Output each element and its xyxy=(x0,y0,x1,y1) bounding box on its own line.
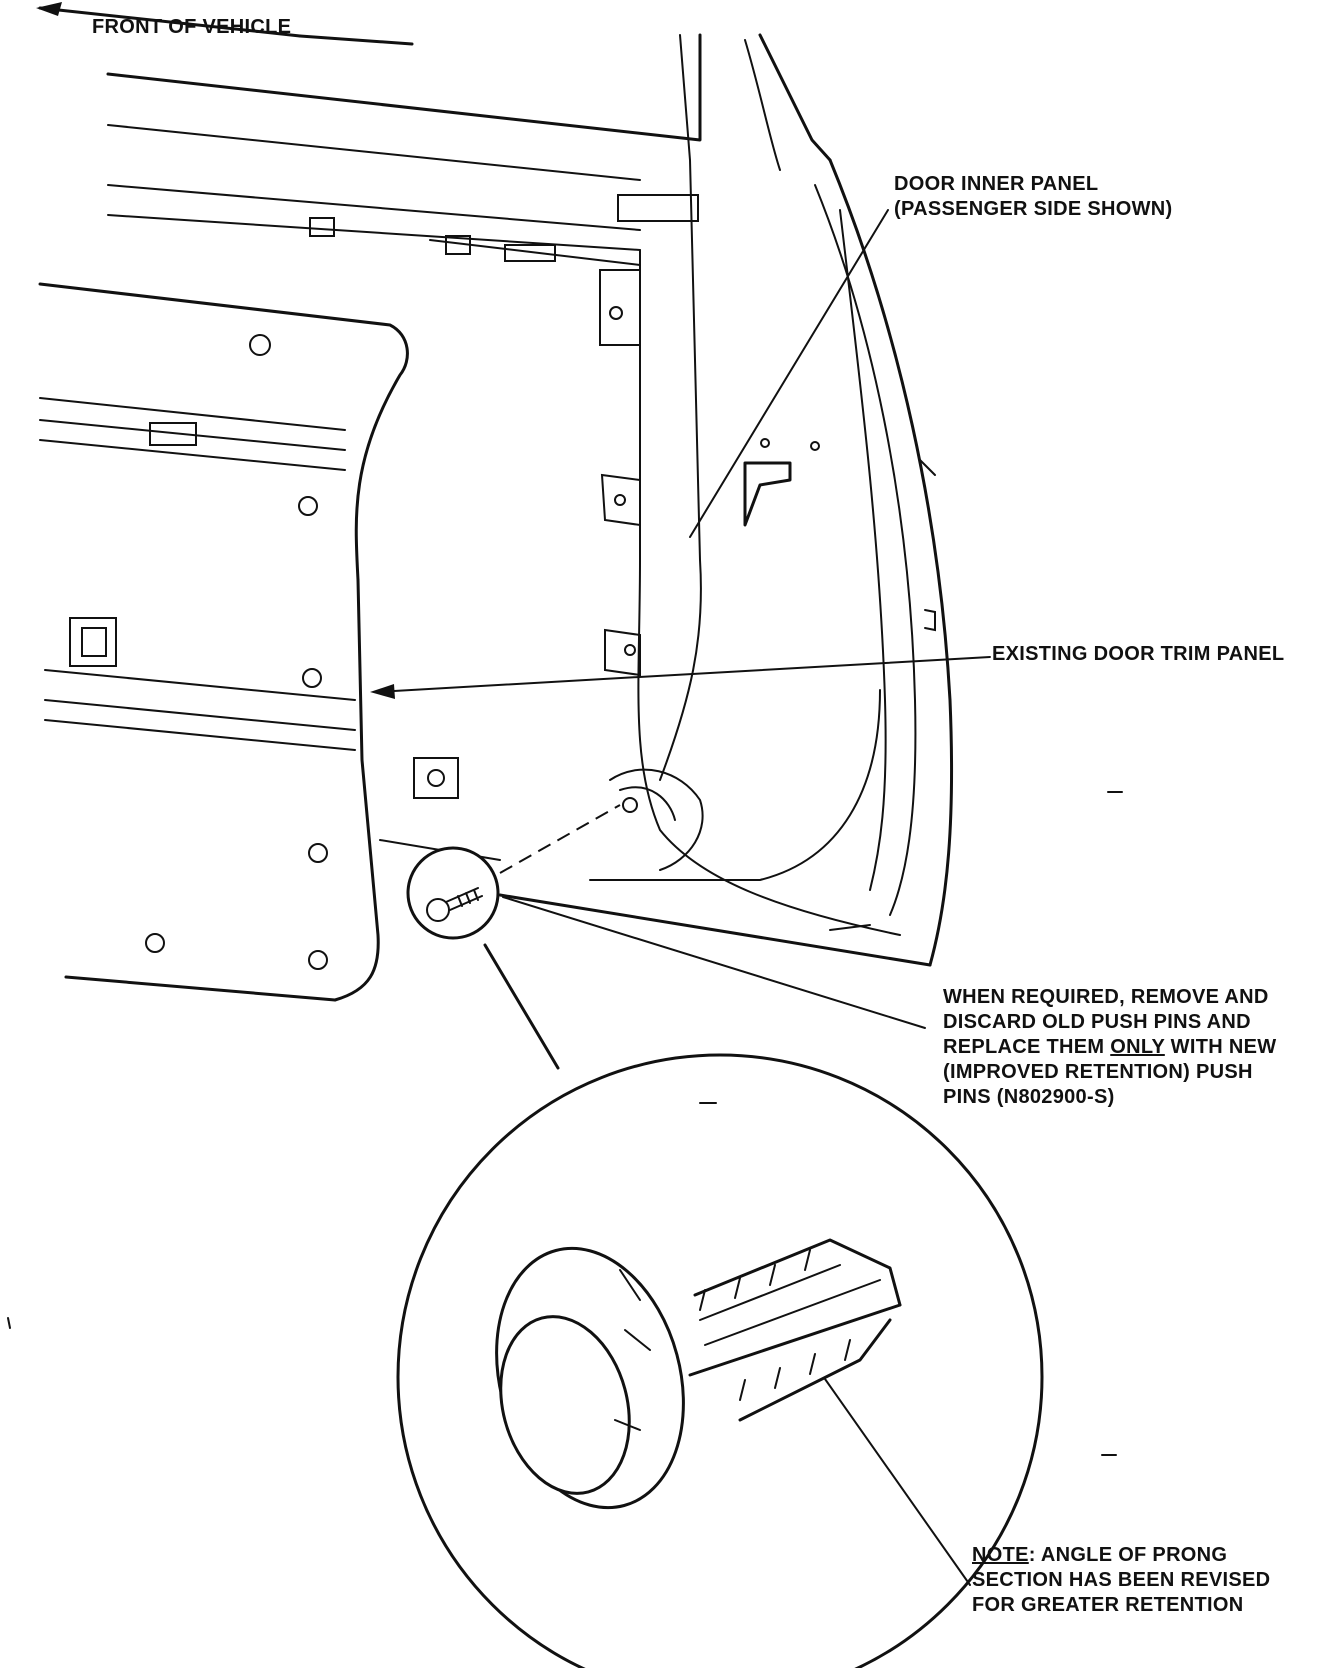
push-pin-icon xyxy=(406,846,500,940)
front-of-vehicle-label: FRONT OF VEHICLE xyxy=(92,16,292,38)
instruction-line-2: DISCARD OLD PUSH PINS AND xyxy=(943,1011,1251,1033)
leader-note xyxy=(824,1378,971,1586)
detail-circle xyxy=(396,1053,1044,1673)
instruction-line-5: PINS (N802900-S) xyxy=(943,1086,1115,1108)
leader-inner-panel xyxy=(689,209,889,538)
existing-trim-panel-label: EXISTING DOOR TRIM PANEL xyxy=(992,643,1285,665)
inner-panel-line-1: DOOR INNER PANEL xyxy=(894,173,1099,195)
instruction-line-1: WHEN REQUIRED, REMOVE AND xyxy=(943,986,1269,1008)
inner-panel-line-2: (PASSENGER SIDE SHOWN) xyxy=(894,198,1173,220)
instruction-label: WHEN REQUIRED, REMOVE AND DISCARD OLD PU… xyxy=(943,985,1276,1110)
leader-detail xyxy=(483,943,560,1070)
instruction-line-3: REPLACE THEM ONLY WITH NEW xyxy=(943,1036,1277,1058)
note-line-2: SECTION HAS BEEN REVISED xyxy=(972,1569,1271,1591)
note-prefix: NOTE xyxy=(972,1544,1029,1566)
instruction-line-4: (IMPROVED RETENTION) PUSH xyxy=(943,1061,1253,1083)
door-trim-panel xyxy=(38,282,501,1002)
door-inner-panel-label: DOOR INNER PANEL (PASSENGER SIDE SHOWN) xyxy=(894,172,1172,222)
pin-path-line xyxy=(499,804,621,874)
only-emphasis: ONLY xyxy=(1110,1036,1165,1058)
note-label: NOTE: ANGLE OF PRONG SECTION HAS BEEN RE… xyxy=(972,1543,1270,1618)
note-line-3: FOR GREATER RETENTION xyxy=(972,1594,1244,1616)
front-arrow-icon xyxy=(36,2,414,46)
door-inner-panel xyxy=(106,33,954,967)
leader-trim-panel xyxy=(370,656,991,699)
leader-instruction xyxy=(502,896,926,1029)
note-line-1: NOTE: ANGLE OF PRONG xyxy=(972,1544,1228,1566)
